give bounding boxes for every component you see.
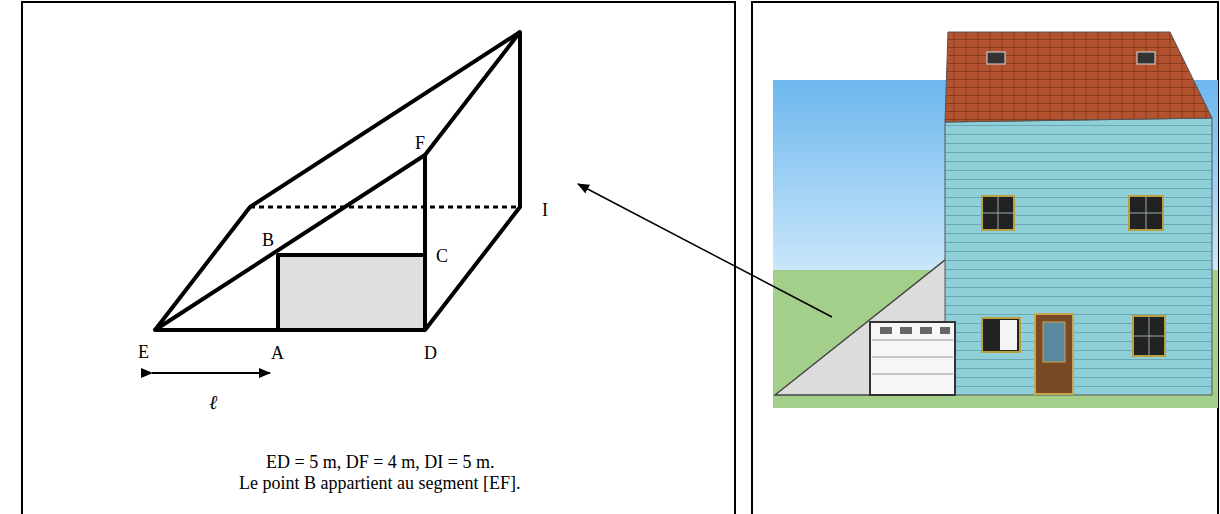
point-label: C	[436, 246, 448, 267]
note-text: Le point B appartient au segment [EF].	[239, 473, 520, 494]
pointer-arrow	[578, 184, 832, 317]
left-frame	[22, 2, 735, 514]
house-picture	[773, 32, 1218, 408]
point-label: B	[262, 230, 274, 251]
point-label: E	[138, 342, 149, 363]
dimension-arrow	[152, 372, 270, 374]
point-label: I	[542, 200, 548, 221]
point-label: ℓ	[209, 391, 217, 414]
note-text: ED = 5 m, DF = 4 m, DI = 5 m.	[266, 452, 494, 473]
prism-drawing	[155, 32, 520, 330]
point-label: F	[415, 133, 425, 154]
point-label: D	[424, 343, 437, 364]
point-label: A	[271, 343, 284, 364]
right-frame	[752, 2, 1218, 514]
